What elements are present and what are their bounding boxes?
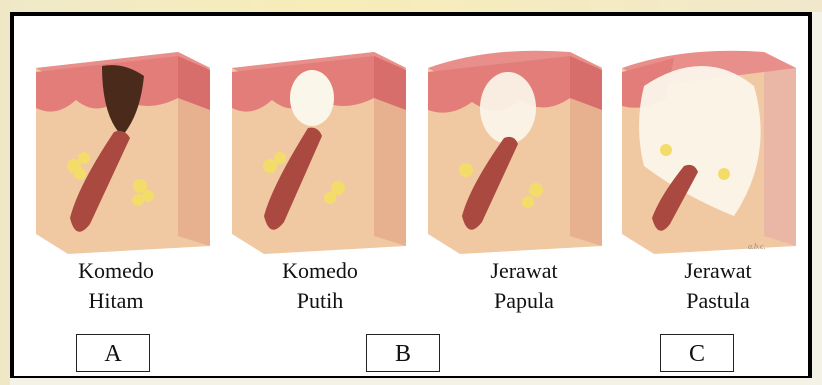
stage-label-2-line2: Putih <box>250 286 390 316</box>
background-strip-top <box>0 0 822 12</box>
stage-label-3-line2: Papula <box>454 286 594 316</box>
stage-label-1-line2: Hitam <box>46 286 186 316</box>
whitehead-illustration <box>224 46 414 256</box>
stage-label-3: Jerawat Papula <box>454 256 594 316</box>
diagram-frame: a.b.c. Komedo Hitam Komedo Putih Jerawat… <box>10 12 812 378</box>
answer-box-b: B <box>366 334 440 372</box>
stage-label-4-line2: Pastula <box>648 286 788 316</box>
stage-label-4-line1: Jerawat <box>648 256 788 286</box>
blackhead-illustration <box>28 46 218 256</box>
stage-label-4: Jerawat Pastula <box>648 256 788 316</box>
stage-label-2-line1: Komedo <box>250 256 390 286</box>
stage-label-1: Komedo Hitam <box>46 256 186 316</box>
answer-box-c: C <box>660 334 734 372</box>
pustule-illustration <box>614 46 804 256</box>
stage-label-1-line1: Komedo <box>46 256 186 286</box>
background-strip-left <box>0 0 10 385</box>
artist-signature: a.b.c. <box>748 242 766 251</box>
stage-label-3-line1: Jerawat <box>454 256 594 286</box>
answer-box-a: A <box>76 334 150 372</box>
papule-illustration <box>420 46 610 256</box>
stage-label-2: Komedo Putih <box>250 256 390 316</box>
